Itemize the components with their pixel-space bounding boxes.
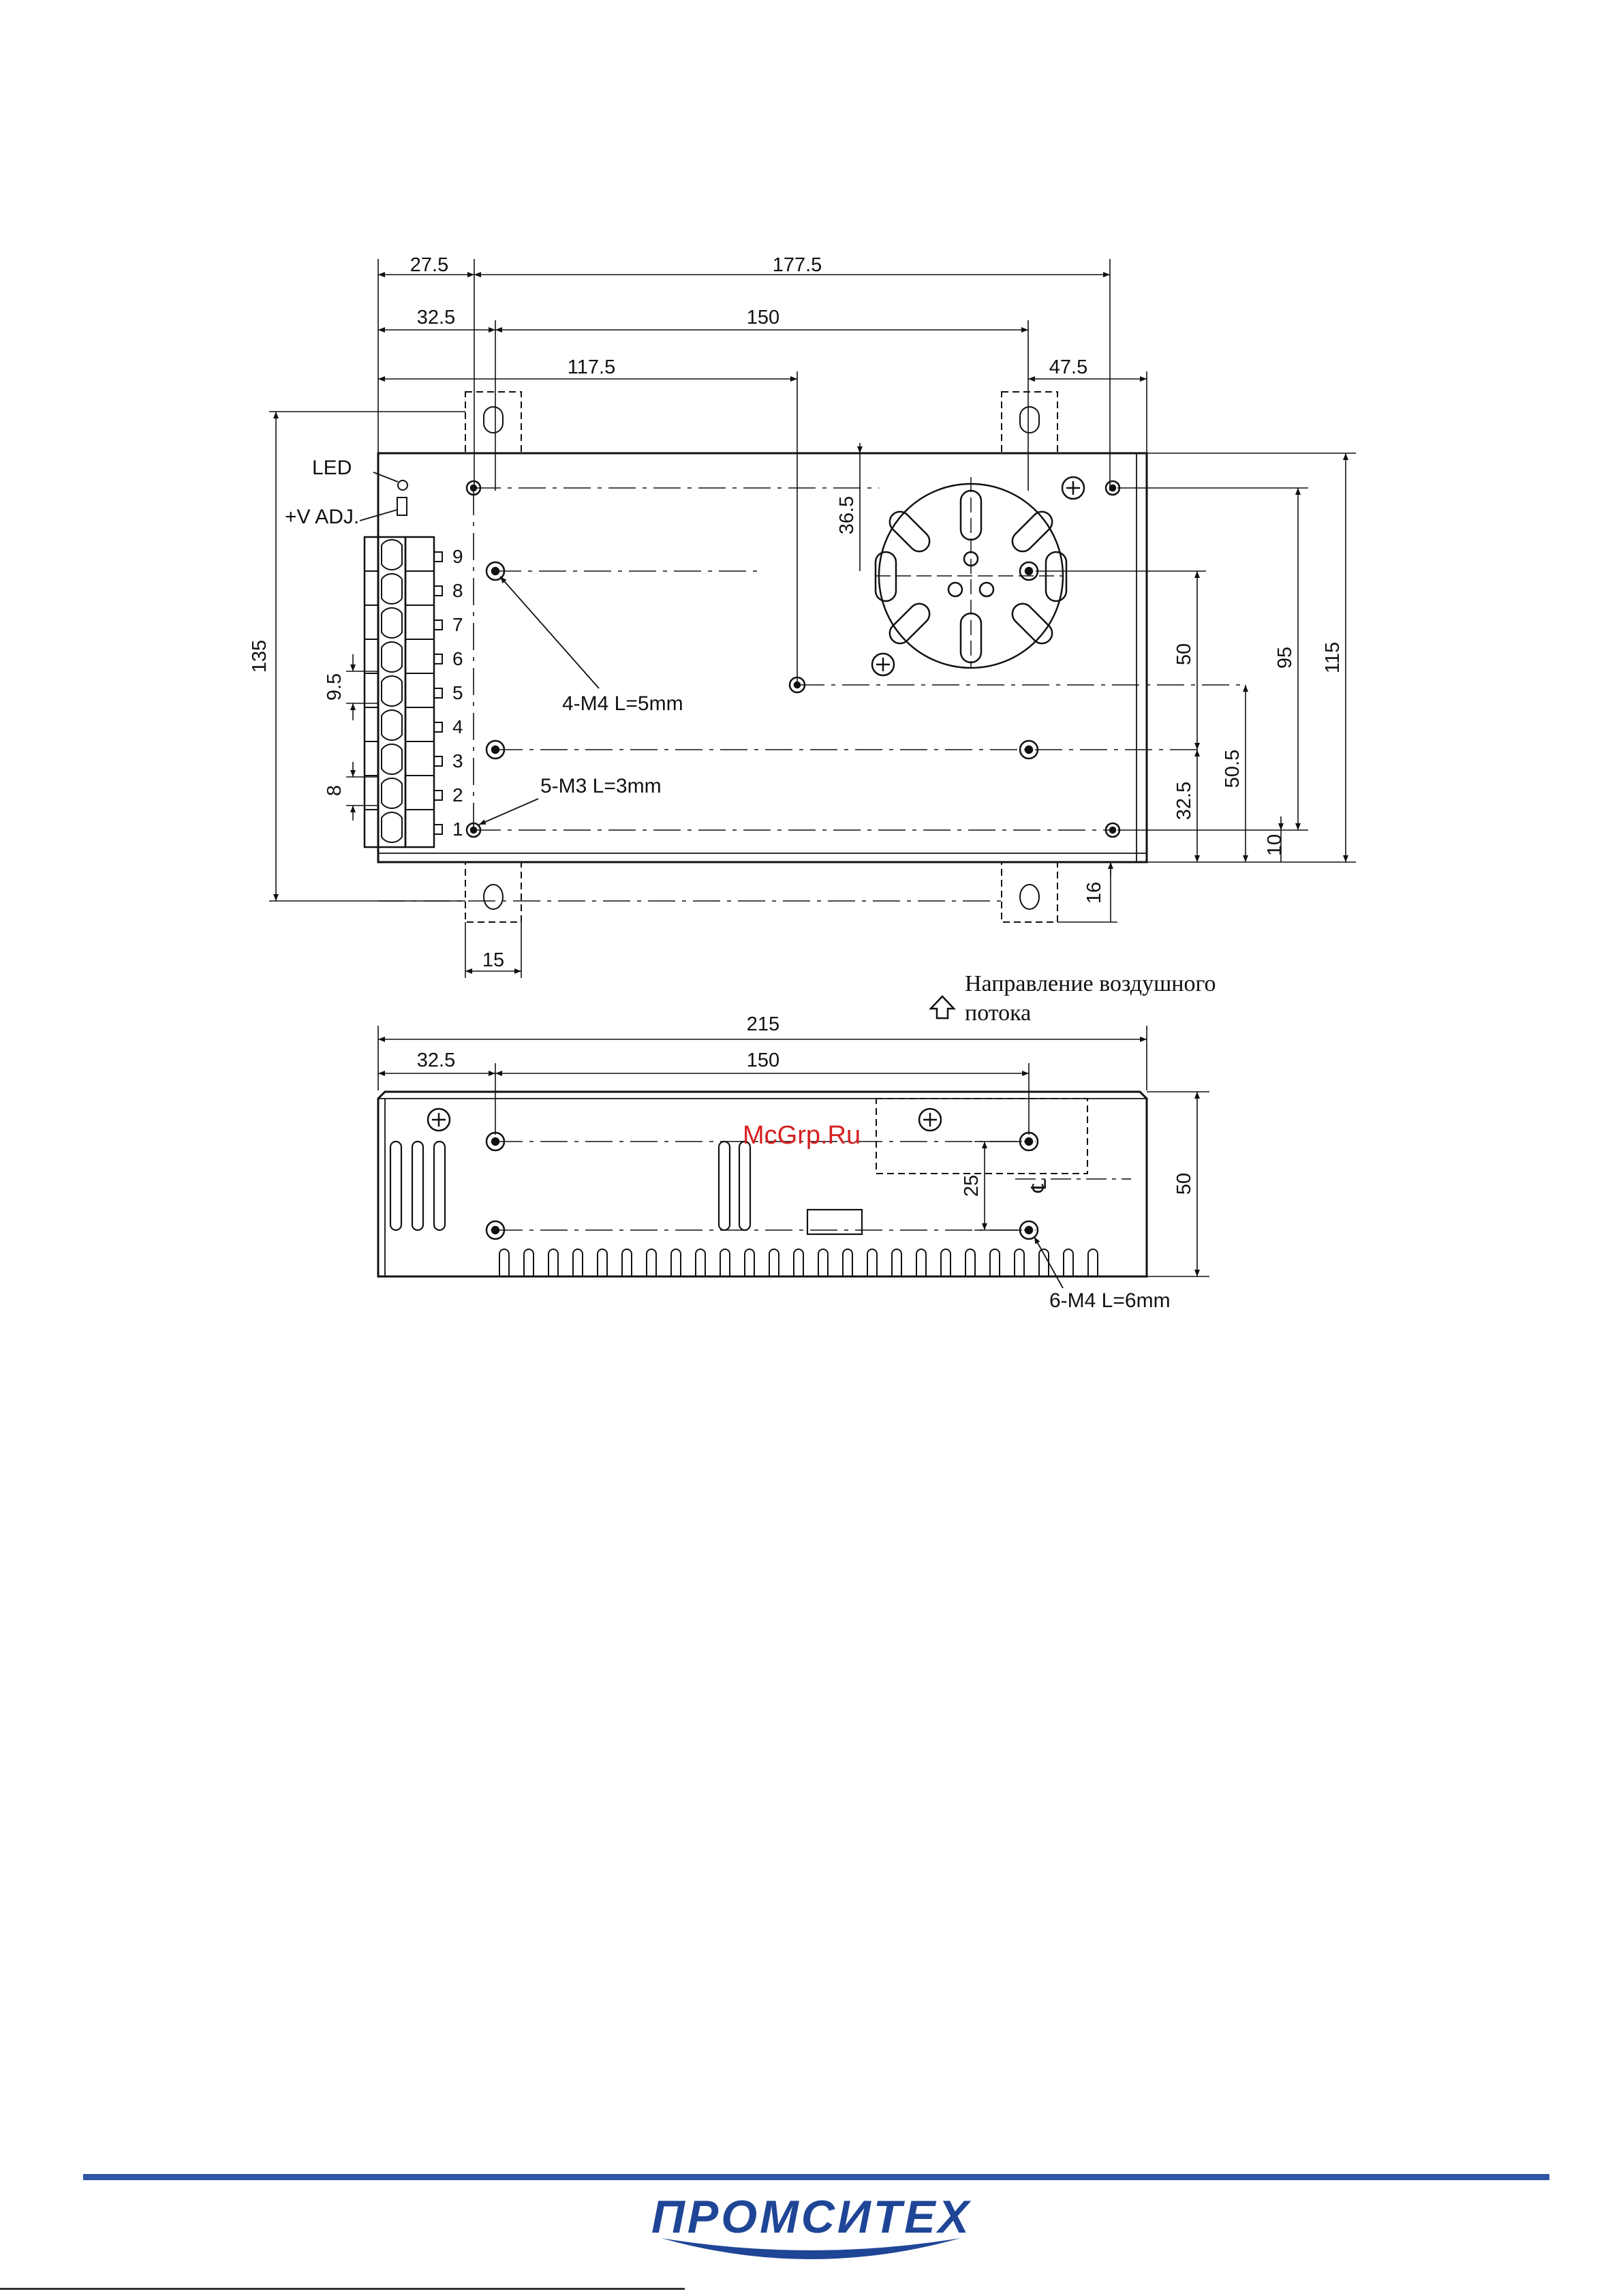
- centerline-mark: ℄: [1028, 1179, 1051, 1193]
- brand-swoosh-icon: [654, 2233, 968, 2280]
- side-dim-32-5: 32.5: [417, 1050, 455, 1071]
- dim-27-5: 27.5: [410, 254, 448, 276]
- dim-115: 115: [1322, 642, 1344, 673]
- dim-177-5: 177.5: [773, 254, 822, 276]
- dim-50-5: 50.5: [1222, 750, 1243, 788]
- side-dim-215: 215: [747, 1013, 779, 1035]
- dim-10: 10: [1264, 834, 1286, 856]
- dim-15: 15: [482, 949, 504, 971]
- terminal-8: 8: [452, 580, 463, 601]
- centre-lines: [378, 488, 1247, 901]
- led-indicator: [398, 480, 407, 490]
- side-view: 215 32.5 150: [378, 1013, 1209, 1312]
- dim-8: 8: [324, 785, 345, 796]
- dim-117-5: 117.5: [568, 356, 615, 378]
- mounting-tabs: [465, 392, 1057, 922]
- label-5-m3: 5-M3 L=3mm: [540, 775, 662, 797]
- side-dim-150: 150: [747, 1050, 779, 1071]
- side-dim-50: 50: [1173, 1173, 1195, 1195]
- terminal-9: 9: [452, 546, 463, 567]
- terminal-block: [365, 537, 442, 847]
- dim-32-5-right: 32.5: [1173, 782, 1195, 820]
- terminal-6: 6: [452, 648, 463, 669]
- footer-rule: [83, 2174, 1549, 2180]
- airflow-arrow-icon: [931, 996, 954, 1018]
- top-view: 27.5 177.5 32.5 150 117.5 47.5: [249, 254, 1356, 978]
- bottom-vents: [499, 1249, 1098, 1276]
- airflow-note: Направление воздушного потока: [931, 971, 1216, 1026]
- dim-150: 150: [747, 307, 779, 328]
- terminal-7: 7: [452, 614, 463, 635]
- airflow-line-1: Направление воздушного: [965, 971, 1216, 996]
- dim-47-5: 47.5: [1049, 356, 1087, 378]
- dim-32-5: 32.5: [417, 307, 455, 328]
- side-vents: [390, 1142, 750, 1230]
- label-6-m4: 6-M4 L=6mm: [1049, 1289, 1171, 1312]
- dim-9-5: 9.5: [324, 673, 345, 701]
- page-bottom-rule: [0, 2288, 685, 2290]
- airflow-line-2: потока: [965, 1000, 1031, 1026]
- terminal-3: 3: [452, 750, 463, 771]
- terminal-numbers: 9 8 7 6 5 4 3 2 1: [452, 546, 463, 840]
- psu-body: [378, 453, 1147, 862]
- terminal-1: 1: [452, 818, 463, 840]
- label-led: LED: [312, 457, 352, 479]
- terminal-5: 5: [452, 682, 463, 703]
- label-vadj: +V ADJ.: [285, 506, 359, 528]
- dimension-lines-left: [269, 412, 465, 901]
- label-4-m4: 4-M4 L=5mm: [562, 692, 683, 715]
- tab-slots: [484, 407, 1039, 909]
- side-dim-25: 25: [961, 1175, 983, 1197]
- vadj-trimmer: [397, 498, 407, 515]
- terminal-2: 2: [452, 784, 463, 806]
- fan-outline-side: [876, 1099, 1087, 1174]
- dim-36-5: 36.5: [836, 496, 858, 534]
- dim-50: 50: [1173, 643, 1195, 665]
- dim-16: 16: [1083, 882, 1105, 904]
- watermark: McGrp.Ru: [743, 1121, 861, 1150]
- terminal-4: 4: [452, 716, 463, 737]
- dim-135: 135: [249, 640, 270, 673]
- dim-95: 95: [1274, 647, 1296, 669]
